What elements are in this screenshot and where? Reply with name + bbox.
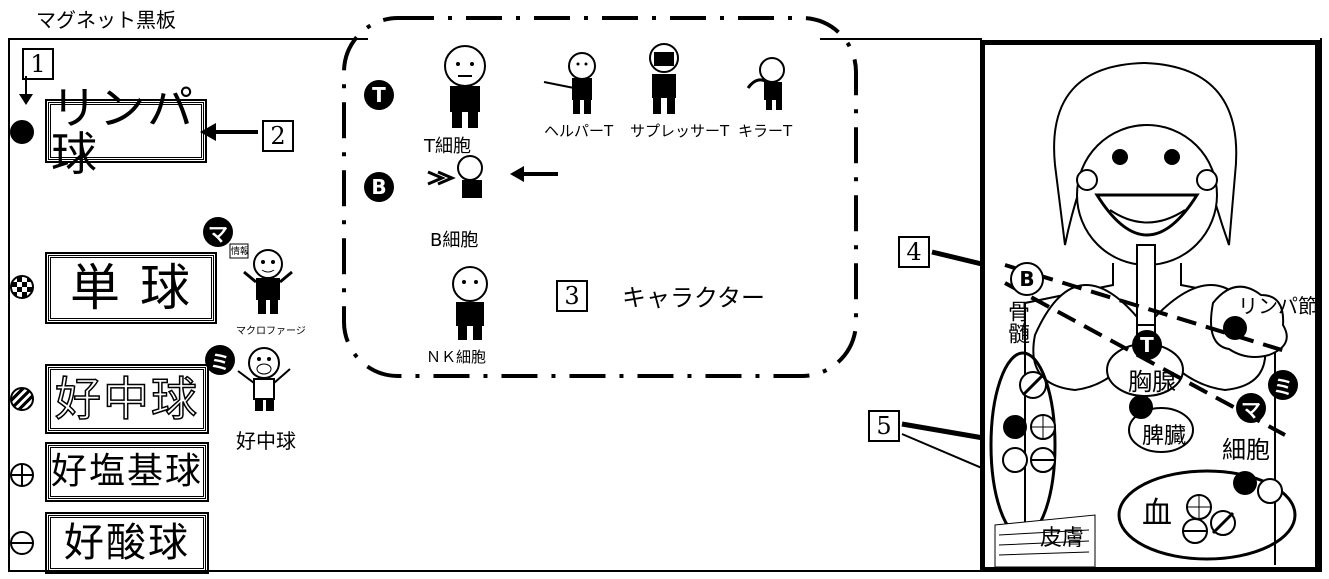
helper-t-character-icon — [543, 52, 596, 114]
b-cell-label: B細胞 — [430, 230, 479, 251]
skin-label: 皮膚 — [1040, 526, 1085, 551]
mono-marker-icon — [10, 275, 34, 299]
board-left-line — [8, 38, 10, 572]
callout-4: 4 — [898, 236, 930, 268]
neutrophil-char-label: 好中球 — [236, 429, 296, 453]
nk-cell-character-icon — [452, 266, 488, 340]
board-top-line — [8, 38, 368, 40]
macrophage-sign: 情報 — [231, 247, 250, 257]
cell-chart-label: 細胞 — [1222, 436, 1270, 464]
callout-5: 5 — [868, 410, 900, 442]
board-right-line — [1320, 38, 1322, 572]
page-title: マグネット黒板 — [36, 8, 176, 32]
neut-marker-icon — [10, 387, 34, 411]
blood-label: 血 — [1142, 496, 1172, 531]
characters-caption: キャラクター — [622, 284, 766, 312]
characters-panel-frame — [342, 16, 858, 378]
bone-marrow-label: 骨髄 — [1004, 300, 1029, 344]
suppressor-t-label: サプレッサーT — [630, 122, 730, 140]
body-ma-badge-icon: マ — [1236, 393, 1266, 423]
b-cell-character-icon — [427, 155, 483, 198]
ma-badge-icon: マ — [203, 217, 233, 247]
lymph-node-label: リンパ節 — [1238, 294, 1318, 318]
callout-3: 3 — [556, 280, 588, 312]
body-illustration — [989, 61, 1297, 567]
cell-mono: 単 球 — [45, 252, 217, 324]
macrophage-character-icon — [229, 243, 293, 314]
body-t-badge-icon: T — [1132, 330, 1162, 360]
callout-2-arrow — [200, 123, 258, 141]
macrophage-label: マクロファージ — [236, 326, 306, 337]
board-bottom-line — [8, 570, 983, 572]
eos-marker-icon — [10, 531, 34, 555]
callout-2: 2 — [262, 120, 294, 152]
thymus-label: 胸腺 — [1128, 368, 1176, 396]
cell-eos: 好酸球 — [45, 512, 209, 574]
b-badge-icon: B — [364, 172, 394, 202]
helper-t-label: ヘルパーT — [544, 122, 614, 140]
neutrophil-character-icon — [237, 347, 291, 411]
cell-baso: 好塩基球 — [45, 442, 209, 502]
suppressor-t-character-icon — [649, 43, 679, 114]
cell-lymph: リンパ球 — [45, 85, 207, 177]
callout-1-arrow — [19, 76, 33, 105]
baso-marker-icon — [10, 463, 34, 487]
spleen-label: 脾臓 — [1142, 424, 1187, 449]
body-mi-badge-icon: ミ — [1268, 370, 1298, 400]
board-top-line-right — [820, 38, 982, 40]
lymph-marker-icon — [10, 120, 34, 144]
t-badge-icon: T — [364, 80, 394, 110]
nk-cell-label: ＮＫ細胞 — [426, 348, 487, 366]
killer-t-label: キラーT — [738, 122, 793, 140]
killer-t-character-icon — [746, 57, 785, 110]
cell-neut: 好中球 — [45, 364, 209, 434]
body-b-badge-icon: B — [1010, 262, 1044, 296]
t-cell-character-icon — [444, 45, 486, 128]
callout-1: 1 — [22, 48, 54, 80]
t-cell-label: T細胞 — [424, 136, 471, 157]
mi-badge-icon: ミ — [205, 345, 235, 375]
b-cell-pointer-arrow — [510, 166, 558, 182]
